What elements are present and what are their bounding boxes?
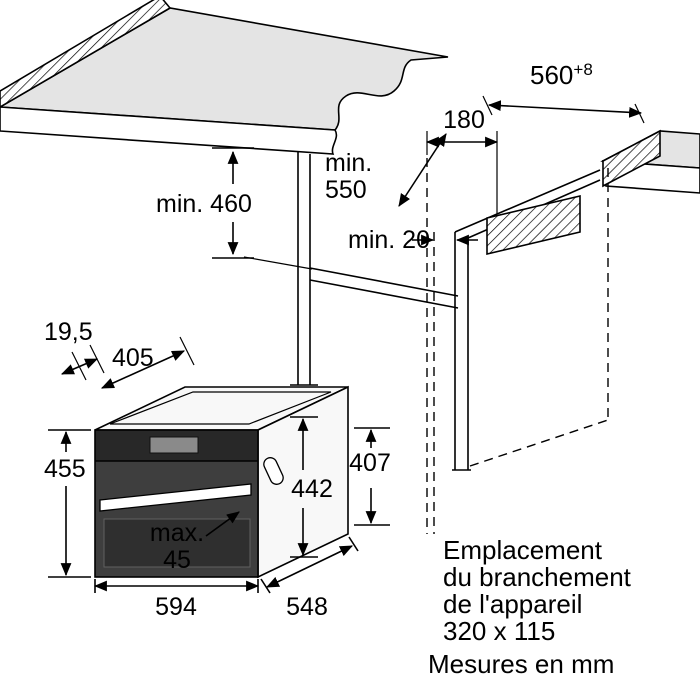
units-note: Mesures en mm [428, 649, 614, 679]
hidden-edges [426, 158, 609, 534]
label-560: 560+8 [530, 60, 593, 90]
label-455: 455 [44, 455, 86, 483]
oven-door-glass [103, 518, 251, 568]
dim-548: 548 [260, 536, 359, 621]
label-548: 548 [286, 593, 328, 621]
dim-407: 407 [349, 427, 391, 526]
label-180: 180 [443, 106, 485, 134]
connection-note-size: 320 x 115 [443, 616, 555, 646]
oven-display [149, 436, 199, 454]
worktop-left-cut-hatch [0, 0, 172, 108]
label-min-550-value: 550 [325, 176, 367, 204]
label-407: 407 [349, 449, 391, 477]
label-594: 594 [155, 593, 197, 621]
connection-note-line1: Emplacement [443, 535, 603, 565]
dim-405: 405 [101, 336, 195, 389]
label-max-45-prefix: max. [150, 519, 204, 547]
label-min-550-prefix: min. [325, 149, 372, 177]
connection-note-line2: du branchement [443, 562, 632, 592]
cabinet-left [243, 152, 459, 386]
oven-handle [99, 483, 252, 512]
label-19-5: 19,5 [44, 318, 93, 346]
label-442: 442 [291, 475, 333, 503]
worktop-right-cut-hatch [602, 129, 661, 188]
dim-19-5: 19,5 [44, 318, 105, 381]
dim-min-460: min. 460 [156, 147, 254, 259]
label-max-45-value: 45 [163, 546, 191, 574]
dim-180: 180 [425, 106, 499, 214]
dim-min-550: min. 550 [325, 133, 447, 207]
dim-455: 455 [44, 429, 91, 578]
connection-note-line3: de l'appareil [443, 589, 582, 619]
dim-min-20: min. 20 [348, 226, 478, 254]
worktop-left [0, 0, 449, 155]
dim-560: 560+8 [482, 60, 645, 124]
dim-594: 594 [93, 579, 260, 621]
worktop-right [600, 129, 700, 194]
oven-side-vent [263, 457, 284, 485]
dim-442: 442 [290, 416, 333, 558]
connection-recess-hatch [486, 194, 581, 256]
oven [94, 385, 349, 579]
label-min-460: min. 460 [156, 190, 252, 218]
connection-note: Emplacement du branchement de l'appareil… [443, 535, 632, 646]
dim-max-45: max. 45 [150, 511, 240, 574]
